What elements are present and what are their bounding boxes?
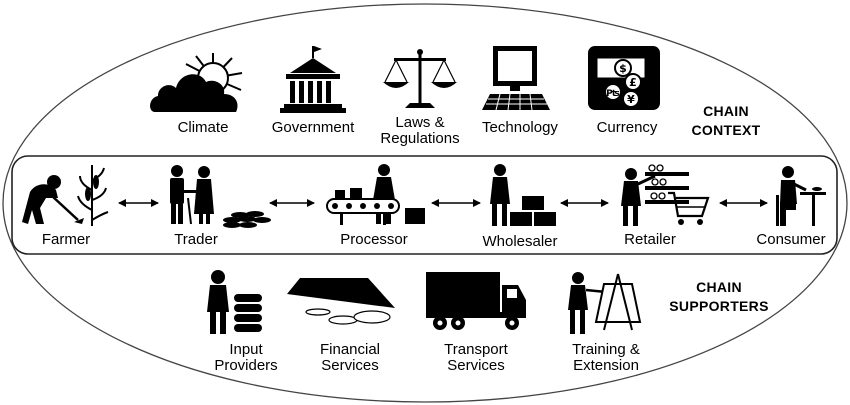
- heading-line: CHAIN: [696, 279, 742, 295]
- chain-band: [11, 155, 838, 255]
- government-icon: [280, 46, 346, 113]
- currency-icon: $ £ ₧ ¥: [588, 46, 660, 110]
- heading-chain-supporters: CHAIN SUPPORTERS: [660, 278, 778, 316]
- label-trader: Trader: [174, 231, 218, 248]
- heading-line: CONTEXT: [691, 122, 761, 138]
- currency-symbol: ₧: [606, 89, 620, 99]
- currency-symbol: ¥: [627, 93, 635, 106]
- label-processor: Processor: [340, 231, 408, 248]
- financial-services-icon: [287, 278, 395, 325]
- scales-icon: [383, 49, 457, 108]
- label-technology: Technology: [482, 119, 558, 136]
- label-farmer: Farmer: [41, 231, 91, 248]
- consumer-icon: [776, 166, 826, 226]
- processor-icon: [326, 164, 425, 225]
- label-wholesaler: Wholesaler: [482, 233, 558, 250]
- farmer-icon: [22, 165, 109, 226]
- heading-line: CHAIN: [703, 103, 749, 119]
- label-consumer: Consumer: [756, 231, 826, 248]
- training-icon: [568, 272, 642, 334]
- computer-icon: [482, 46, 550, 111]
- heading-line: SUPPORTERS: [669, 298, 769, 314]
- label-laws-regulations: Laws & Regulations: [380, 114, 460, 147]
- trader-icon: [170, 165, 271, 228]
- truck-icon: [426, 272, 526, 330]
- label-government: Government: [271, 119, 355, 136]
- label-training-extension: Training & Extension: [572, 341, 640, 374]
- input-provider-icon: [207, 270, 262, 334]
- label-transport-services: Transport Services: [444, 341, 508, 374]
- climate-icon: [150, 53, 243, 112]
- label-financial-services: Financial Services: [319, 341, 381, 374]
- currency-symbol: $: [619, 62, 627, 75]
- wholesaler-icon: [490, 164, 556, 226]
- label-input-providers: Input Providers: [214, 341, 278, 374]
- heading-chain-context: CHAIN CONTEXT: [682, 102, 770, 140]
- currency-symbol: £: [629, 76, 637, 89]
- retailer-icon: [621, 164, 710, 226]
- label-currency: Currency: [596, 119, 658, 136]
- outer-ellipse: [2, 3, 848, 403]
- label-climate: Climate: [177, 119, 229, 136]
- label-retailer: Retailer: [624, 231, 676, 248]
